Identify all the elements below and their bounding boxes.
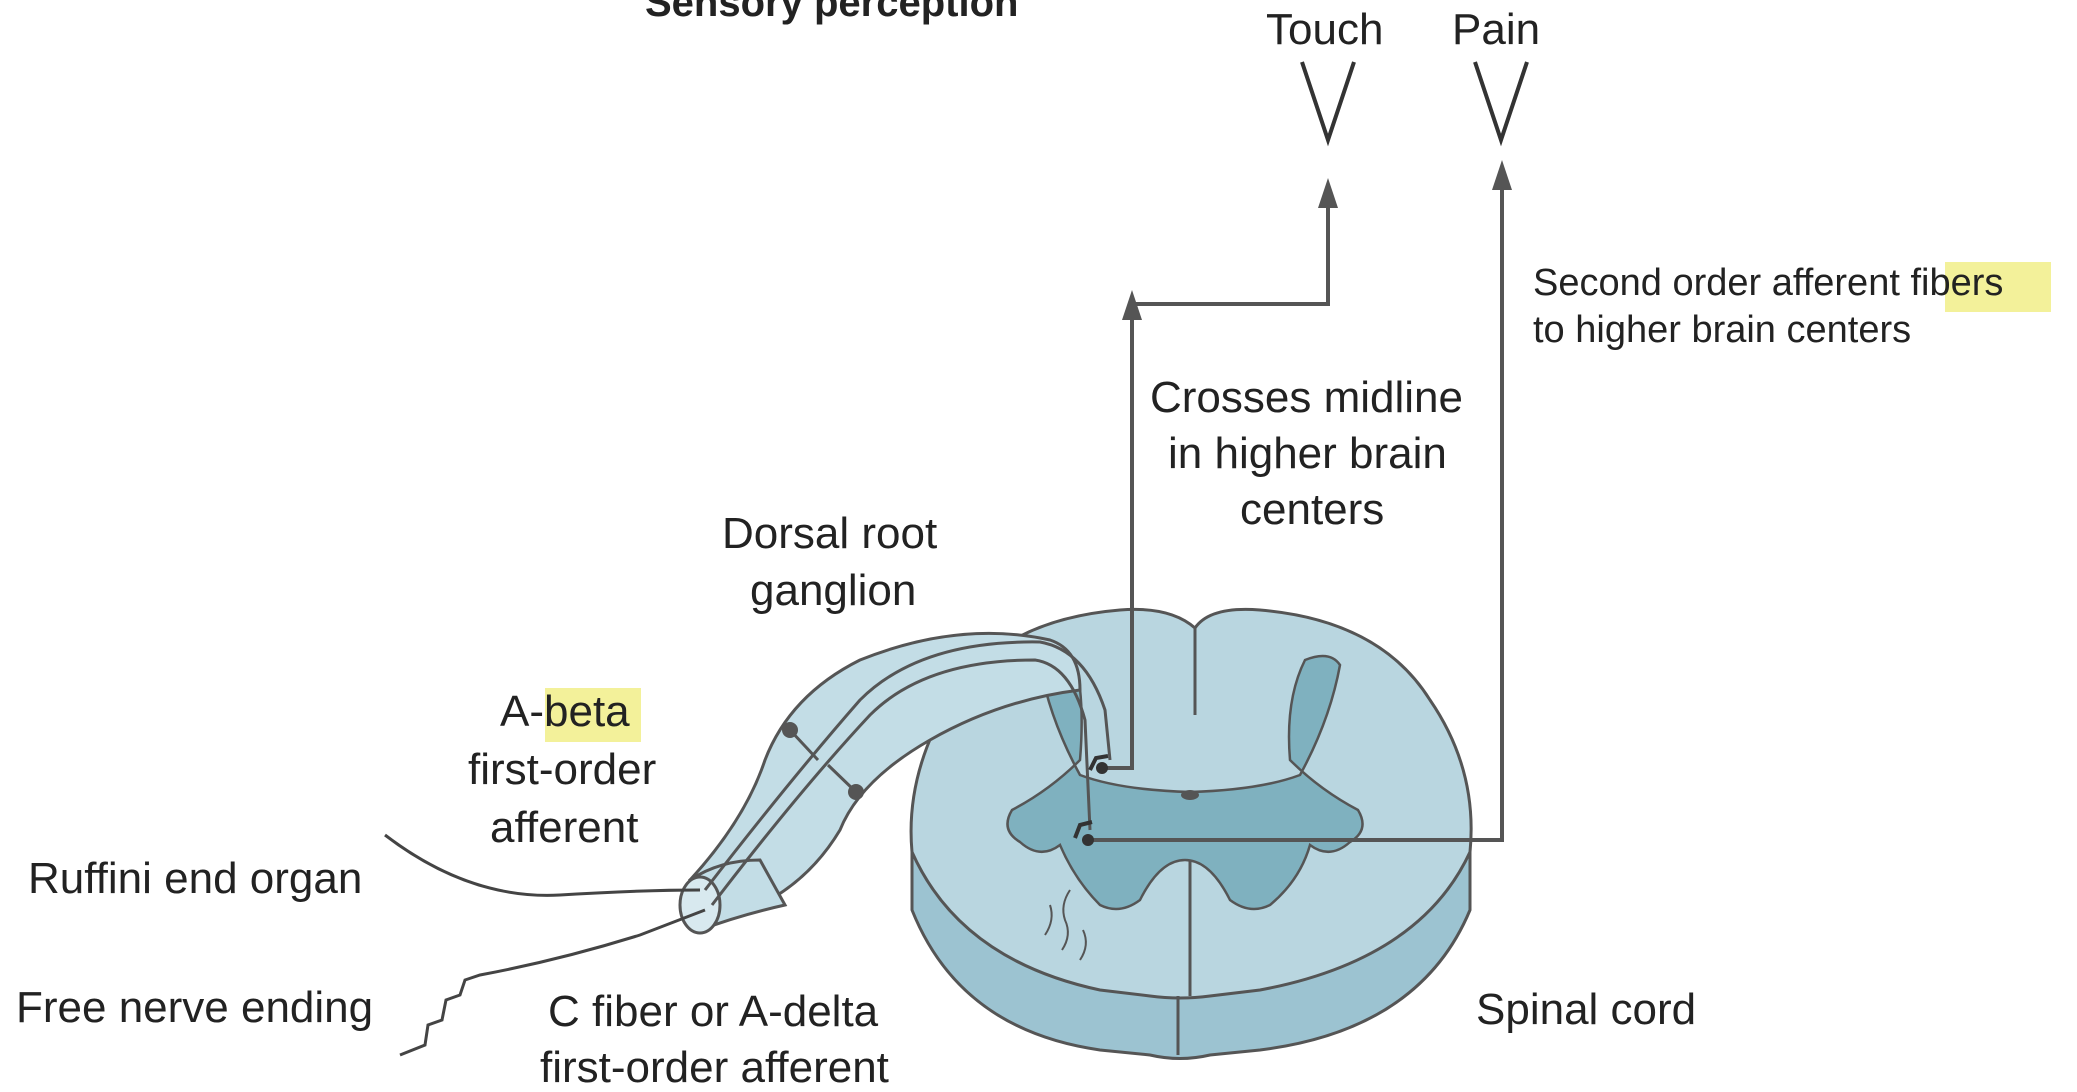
- pain-arrow: [1492, 160, 1512, 190]
- touch-perception-symbol: [1302, 62, 1354, 140]
- second-order-label: Second order afferent fibers: [1533, 262, 2003, 304]
- spinal-cord-label: Spinal cord: [1476, 985, 1696, 1034]
- pain-perception-symbol: [1475, 62, 1527, 140]
- touch-label: Touch: [1266, 5, 1383, 54]
- diagram-title: Sensory perception: [645, 0, 1018, 25]
- dorsal-root-ganglion-label-2: ganglion: [750, 566, 916, 615]
- c-fiber-label-1: C fiber or A-delta: [548, 987, 879, 1036]
- c-fiber-label-2: first-order afferent: [540, 1043, 889, 1092]
- dorsal-root-ganglion-label-1: Dorsal root: [722, 509, 937, 558]
- central-canal: [1181, 790, 1199, 800]
- touch-arrow-2: [1318, 178, 1338, 208]
- crosses-midline-label-2: in higher brain: [1168, 429, 1447, 478]
- a-beta-label-3: afferent: [490, 803, 638, 852]
- a-beta-label-1: A-beta: [500, 687, 630, 736]
- crosses-midline-label-1: Crosses midline: [1150, 373, 1463, 422]
- pain-label: Pain: [1452, 5, 1540, 54]
- ruffini-end-organ-label: Ruffini end organ: [28, 854, 362, 903]
- nerve-cut-end: [680, 877, 720, 933]
- a-beta-label-2: first-order: [468, 745, 656, 794]
- free-nerve-ending-label: Free nerve ending: [16, 983, 373, 1032]
- crosses-midline-label-3: centers: [1240, 485, 1384, 534]
- second-order-label-line2: to higher brain centers: [1533, 309, 1911, 351]
